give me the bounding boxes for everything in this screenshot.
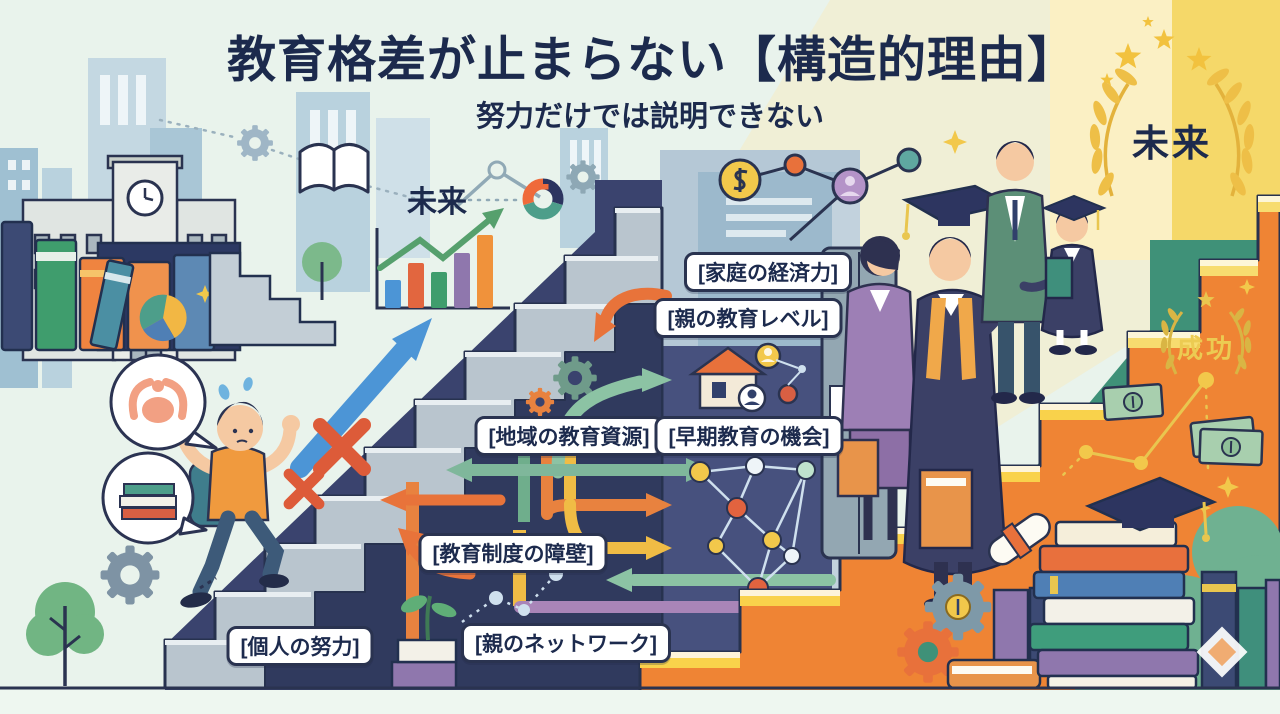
sparkle-icon bbox=[1217, 476, 1239, 498]
blue-up-arrow-icon bbox=[290, 318, 432, 478]
trend-arrow-icon bbox=[377, 208, 504, 271]
ground-strip bbox=[0, 690, 1280, 714]
bar-chart-icon bbox=[375, 228, 510, 310]
label-family-economy: [家庭の経済力] bbox=[684, 252, 852, 292]
pipe-green bbox=[518, 452, 530, 522]
diamond-sparkle bbox=[1196, 626, 1248, 678]
pie-chart-icon bbox=[139, 294, 187, 342]
climbing-boy-figure bbox=[170, 377, 300, 608]
label-parent-education-level: [親の教育レベル] bbox=[653, 298, 843, 338]
books-speech-bubble-icon bbox=[101, 451, 208, 545]
diploma-scroll-icon bbox=[987, 512, 1051, 566]
future-caption-small: 未来 bbox=[407, 186, 467, 219]
label-regional-education-resources: [地域の教育資源] bbox=[474, 416, 664, 456]
label-personal-effort: [個人の努力] bbox=[226, 626, 374, 666]
page-subtitle: 努力だけでは説明できない bbox=[475, 101, 825, 133]
star-icon bbox=[1197, 291, 1215, 308]
red-x-icon bbox=[283, 468, 325, 510]
gear-icon bbox=[100, 545, 160, 605]
tree-icon bbox=[26, 582, 104, 686]
page-title: 教育格差が止まらない【構造的理由】 bbox=[226, 33, 1078, 88]
star-icon bbox=[1142, 16, 1154, 27]
success-badge: 成功 bbox=[1176, 333, 1236, 364]
person-node-icon bbox=[831, 167, 869, 205]
arrow-green-left bbox=[606, 568, 836, 592]
sparkle-icon bbox=[1239, 279, 1255, 295]
gear-icon bbox=[553, 356, 597, 400]
graduation-cap-icon bbox=[1084, 476, 1218, 542]
sweat-drops-icon bbox=[218, 377, 253, 400]
dash-marks bbox=[199, 576, 217, 590]
label-education-system-barrier: [教育制度の障壁] bbox=[418, 533, 608, 573]
graduate-figure bbox=[902, 237, 1028, 610]
gear-icon bbox=[897, 621, 959, 683]
open-book-icon bbox=[298, 143, 370, 194]
pipe-yellow bbox=[564, 452, 576, 504]
laurel-wreath-icon bbox=[1160, 308, 1252, 375]
clock-icon bbox=[126, 179, 164, 217]
red-x-icon bbox=[313, 418, 371, 476]
label-early-education-opportunity: [早期教育の機会] bbox=[654, 416, 844, 456]
donut-chart-icon bbox=[522, 178, 564, 220]
arrow-orange-down bbox=[594, 287, 672, 342]
dollar-coin-icon bbox=[718, 147, 922, 242]
gear-icon bbox=[237, 125, 273, 161]
muscle-speech-bubble-icon bbox=[109, 353, 218, 451]
mother-figure bbox=[836, 236, 918, 540]
network-nodes-icon bbox=[158, 118, 430, 204]
girl-graduate-figure bbox=[1019, 194, 1107, 355]
gear-coin-icon bbox=[924, 573, 992, 641]
star-icon bbox=[1186, 47, 1212, 71]
label-parent-network: [親のネットワーク] bbox=[461, 623, 671, 663]
gear-icon bbox=[525, 387, 555, 417]
sparkle-icon bbox=[196, 285, 214, 303]
future-caption-big: 未来 bbox=[1132, 123, 1212, 164]
laurel-wreath-icon bbox=[1089, 68, 1255, 197]
small-steps bbox=[208, 251, 337, 347]
money-bill-icon bbox=[1101, 382, 1264, 467]
house-family-icon bbox=[688, 342, 806, 413]
star-icon bbox=[1100, 73, 1114, 86]
star-icon bbox=[1153, 29, 1175, 49]
plant-sprout-icon bbox=[390, 595, 458, 690]
star-icon bbox=[1114, 43, 1142, 69]
gear-icon bbox=[566, 160, 600, 194]
sparkle-icon bbox=[943, 130, 967, 154]
